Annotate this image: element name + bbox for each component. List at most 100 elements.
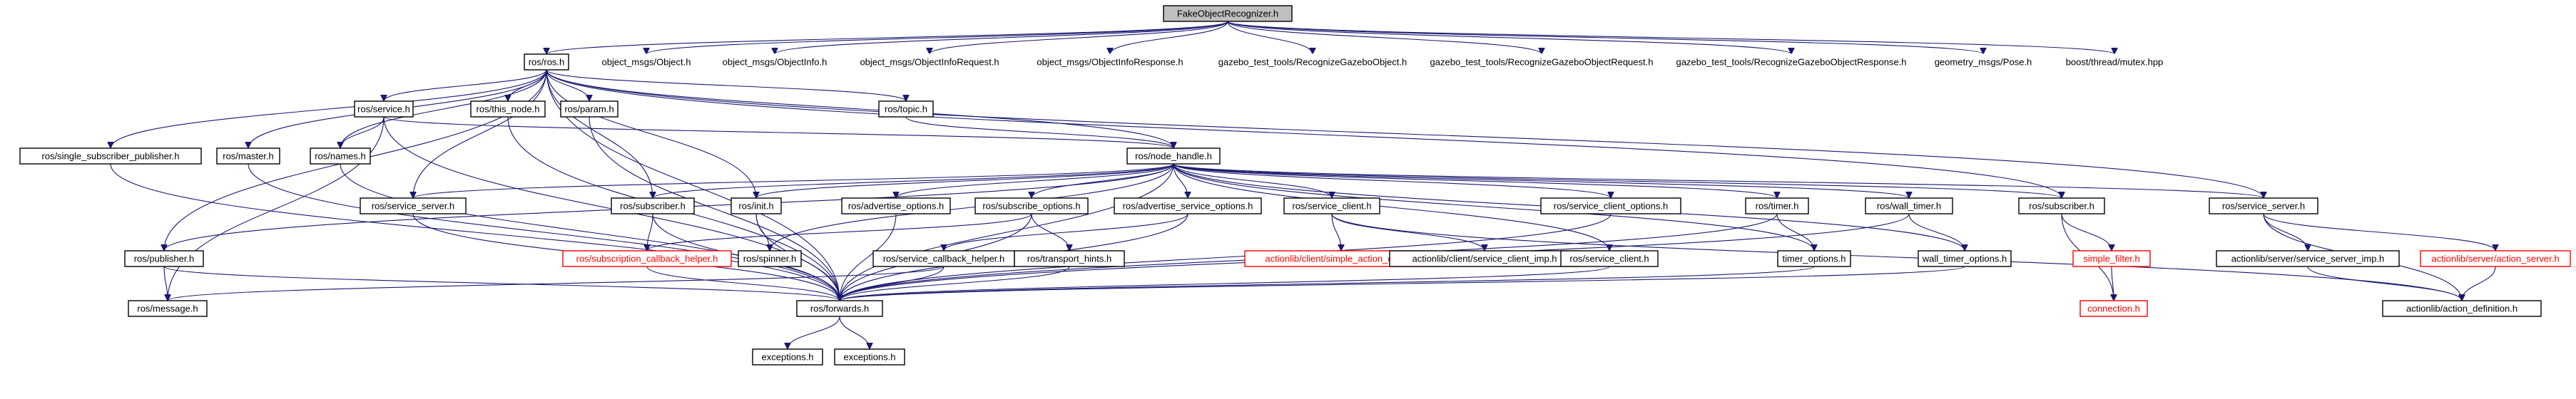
edge-ros_service_callback_helper-to-ros_forwards xyxy=(840,266,945,301)
node-ros-message[interactable]: ros/message.h xyxy=(128,300,208,317)
node-ros-service[interactable]: ros/service.h xyxy=(354,100,414,118)
edge-root-to-gazebo_recognize_response xyxy=(1227,21,1791,55)
node-timer-options[interactable]: timer_options.h xyxy=(1777,250,1851,267)
node-ros-master[interactable]: ros/master.h xyxy=(216,147,280,165)
edge-ros_h-to-ros_param xyxy=(546,69,589,102)
edge-ros_service-to-ros_node_handle xyxy=(383,116,1174,149)
edge-ros_forwards-to-exceptions_a xyxy=(788,316,840,350)
node-ros-service-client-b[interactable]: ros/service_client.h xyxy=(1560,250,1659,267)
edge-ros_node_handle-to-timer_options xyxy=(1173,163,1814,251)
edge-ros_node_handle-to-ros_subscriber_b xyxy=(1173,163,2062,199)
edge-ros_service-to-ros_message xyxy=(168,116,385,301)
node-ros-service-client-a[interactable]: ros/service_client.h xyxy=(1283,197,1380,214)
node-ros-names[interactable]: ros/names.h xyxy=(310,147,371,165)
node-box xyxy=(2382,300,2542,317)
node-box xyxy=(720,53,830,71)
node-label: ros/forwards.h xyxy=(810,304,869,314)
edge-ros_transport_hints-to-ros_forwards xyxy=(840,266,1070,301)
node-label: ros/message.h xyxy=(137,304,198,314)
edge-ros_h-to-ros_topic xyxy=(546,69,906,102)
node-ros-spinner[interactable]: ros/spinner.h xyxy=(738,250,802,267)
node-box xyxy=(1925,53,2041,71)
node-ros-subscribe-options[interactable]: ros/subscribe_options.h xyxy=(974,197,1089,214)
edge-ros_service_client_options-to-ros_forwards xyxy=(840,213,1612,301)
node-box xyxy=(1865,197,1953,214)
node-box xyxy=(752,348,823,366)
node-label: geometry_msgs/Pose.h xyxy=(1935,57,2032,68)
node-connection[interactable]: connection.h xyxy=(2079,300,2148,317)
node-box xyxy=(1126,147,1221,165)
node-box xyxy=(2216,250,2400,267)
node-ros-wall-timer[interactable]: ros/wall_timer.h xyxy=(1865,197,1953,214)
node-box xyxy=(560,100,618,118)
node-exceptions-a[interactable]: exceptions.h xyxy=(752,348,823,366)
edge-ros_advertise_service_options-to-ros_service_callback_helper xyxy=(944,213,1188,252)
node-ros-node-handle[interactable]: ros/node_handle.h xyxy=(1126,147,1221,165)
node-ros-service-client-options[interactable]: ros/service_client_options.h xyxy=(1540,197,1681,214)
node-box xyxy=(599,53,694,71)
node-ros-subscriber-a[interactable]: ros/subscriber.h xyxy=(611,197,695,214)
node-label: ros/service_client.h xyxy=(1569,254,1649,264)
node-ros-transport-hints[interactable]: ros/transport_hints.h xyxy=(1014,250,1125,267)
node-root[interactable]: FakeObjectRecognizer.h xyxy=(1163,5,1293,22)
edge-ros_node_handle-to-ros_service_server_b xyxy=(1173,163,2264,199)
node-object-msgs-objectinfo: object_msgs/ObjectInfo.h xyxy=(720,53,830,71)
node-ros-this-node[interactable]: ros/this_node.h xyxy=(470,100,546,118)
node-box xyxy=(1540,197,1681,214)
node-box xyxy=(796,300,883,317)
edge-ros_advertise_options-to-ros_forwards xyxy=(840,213,897,301)
edge-ros_node_handle-to-ros_service_server_a xyxy=(413,163,1174,199)
node-ros-advertise-options[interactable]: ros/advertise_options.h xyxy=(841,197,951,214)
node-ros-service-server-a[interactable]: ros/service_server.h xyxy=(360,197,467,214)
node-actionlib-action-server[interactable]: actionlib/server/action_server.h xyxy=(2420,250,2571,267)
node-actionlib-service-server-imp[interactable]: actionlib/server/service_server_imp.h xyxy=(2216,250,2400,267)
node-label: ros/service_client_options.h xyxy=(1554,201,1668,212)
node-box xyxy=(841,197,951,214)
node-ros-topic[interactable]: ros/topic.h xyxy=(878,100,934,118)
node-ros-service-callback-helper[interactable]: ros/service_callback_helper.h xyxy=(872,250,1015,267)
node-box xyxy=(360,197,467,214)
node-ros-forwards[interactable]: ros/forwards.h xyxy=(796,300,883,317)
edge-ros_service-to-ros_names xyxy=(340,116,385,149)
node-ros-subscription-callback-helper[interactable]: ros/subscription_callback_helper.h xyxy=(562,250,732,267)
node-exceptions-b[interactable]: exceptions.h xyxy=(834,348,905,366)
edge-ros_init-to-ros_spinner xyxy=(755,213,770,251)
node-ros-param[interactable]: ros/param.h xyxy=(560,100,618,118)
node-actionlib-service-client-imp[interactable]: actionlib/client/service_client_imp.h xyxy=(1389,250,1580,267)
node-ros-publisher[interactable]: ros/publisher.h xyxy=(124,250,204,267)
node-wall-timer-options[interactable]: wall_timer_options.h xyxy=(1918,250,2012,267)
edge-ros_single_sub_pub-to-ros_forwards xyxy=(110,163,840,301)
node-label: actionlib/server/service_server_imp.h xyxy=(2231,254,2385,264)
node-ros-timer[interactable]: ros/timer.h xyxy=(1745,197,1809,214)
node-box xyxy=(19,147,202,165)
node-ros-single-sub-pub[interactable]: ros/single_subscriber_publisher.h xyxy=(19,147,202,165)
node-label: ros/advertise_options.h xyxy=(848,201,944,212)
node-label: wall_timer_options.h xyxy=(1922,254,2007,264)
edge-root-to-object_msgs_objectinforesponse xyxy=(1110,21,1228,55)
node-label: ros/service_client.h xyxy=(1292,201,1371,212)
node-label: ros/service_server.h xyxy=(372,201,454,212)
node-box xyxy=(1745,197,1809,214)
node-label: ros/master.h xyxy=(223,151,274,162)
edge-ros_service_server_b-to-actionlib_action_server xyxy=(2263,213,2495,252)
node-gazebo-recognize-object: gazebo_test_tools/RecognizeGazeboObject.… xyxy=(1215,53,1410,71)
node-geometry-pose: geometry_msgs/Pose.h xyxy=(1925,53,2041,71)
node-box xyxy=(2209,197,2318,214)
edge-ros_node_handle-to-ros_subscribe_options xyxy=(1032,163,1174,199)
node-label: ros/this_node.h xyxy=(477,104,540,115)
node-label: ros/init.h xyxy=(738,201,773,212)
edge-ros_h-to-ros_single_sub_pub xyxy=(111,69,547,149)
node-ros-advertise-service-options[interactable]: ros/advertise_service_options.h xyxy=(1114,197,1262,214)
node-label: ros/advertise_service_options.h xyxy=(1123,201,1253,212)
node-ros-service-server-b[interactable]: ros/service_server.h xyxy=(2209,197,2318,214)
node-box xyxy=(1114,197,1262,214)
node-ros-init[interactable]: ros/init.h xyxy=(730,197,782,214)
node-simple-filter[interactable]: simple_filter.h xyxy=(2072,250,2151,267)
node-actionlib-action-definition[interactable]: actionlib/action_definition.h xyxy=(2382,300,2542,317)
node-box xyxy=(878,100,934,118)
node-box xyxy=(1918,250,2012,267)
node-ros-h[interactable]: ros/ros.h xyxy=(524,53,569,71)
node-ros-subscriber-b[interactable]: ros/subscriber.h xyxy=(2018,197,2105,214)
node-label: ros/service_server.h xyxy=(2222,201,2305,212)
node-gazebo-recognize-request: gazebo_test_tools/RecognizeGazeboObjectR… xyxy=(1426,53,1657,71)
